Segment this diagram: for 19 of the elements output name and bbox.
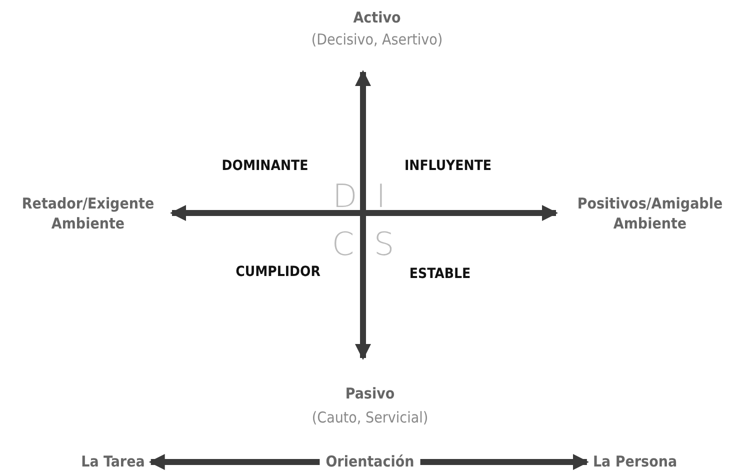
quadrant-letter: S (374, 228, 394, 260)
quadrant-label: ESTABLE (409, 264, 471, 284)
axis-label: Pasivo (345, 384, 395, 404)
arrow (148, 454, 320, 470)
quadrant-label: DOMINANTE (222, 156, 308, 176)
axis-description: (Decisivo, Asertivo) (311, 30, 443, 50)
quadrant-label: INFLUYENTE (404, 156, 492, 176)
axis-label: Activo (353, 8, 401, 28)
axis-label: La Persona (592, 452, 678, 472)
quadrant-letter: I (376, 180, 386, 212)
arrow (420, 454, 589, 470)
axis-label: Retador/Exigente Ambiente (20, 194, 156, 234)
axis-description: (Cauto, Servicial) (312, 408, 428, 428)
axis-label: La Tarea (81, 452, 145, 472)
axis-label: Positivos/Amigable Ambiente (576, 194, 724, 234)
axis-label: Orientación (326, 452, 414, 472)
quadrant-letter: C (332, 228, 354, 260)
quadrant-label: CUMPLIDOR (236, 262, 320, 282)
quadrant-letter: D (332, 180, 358, 212)
